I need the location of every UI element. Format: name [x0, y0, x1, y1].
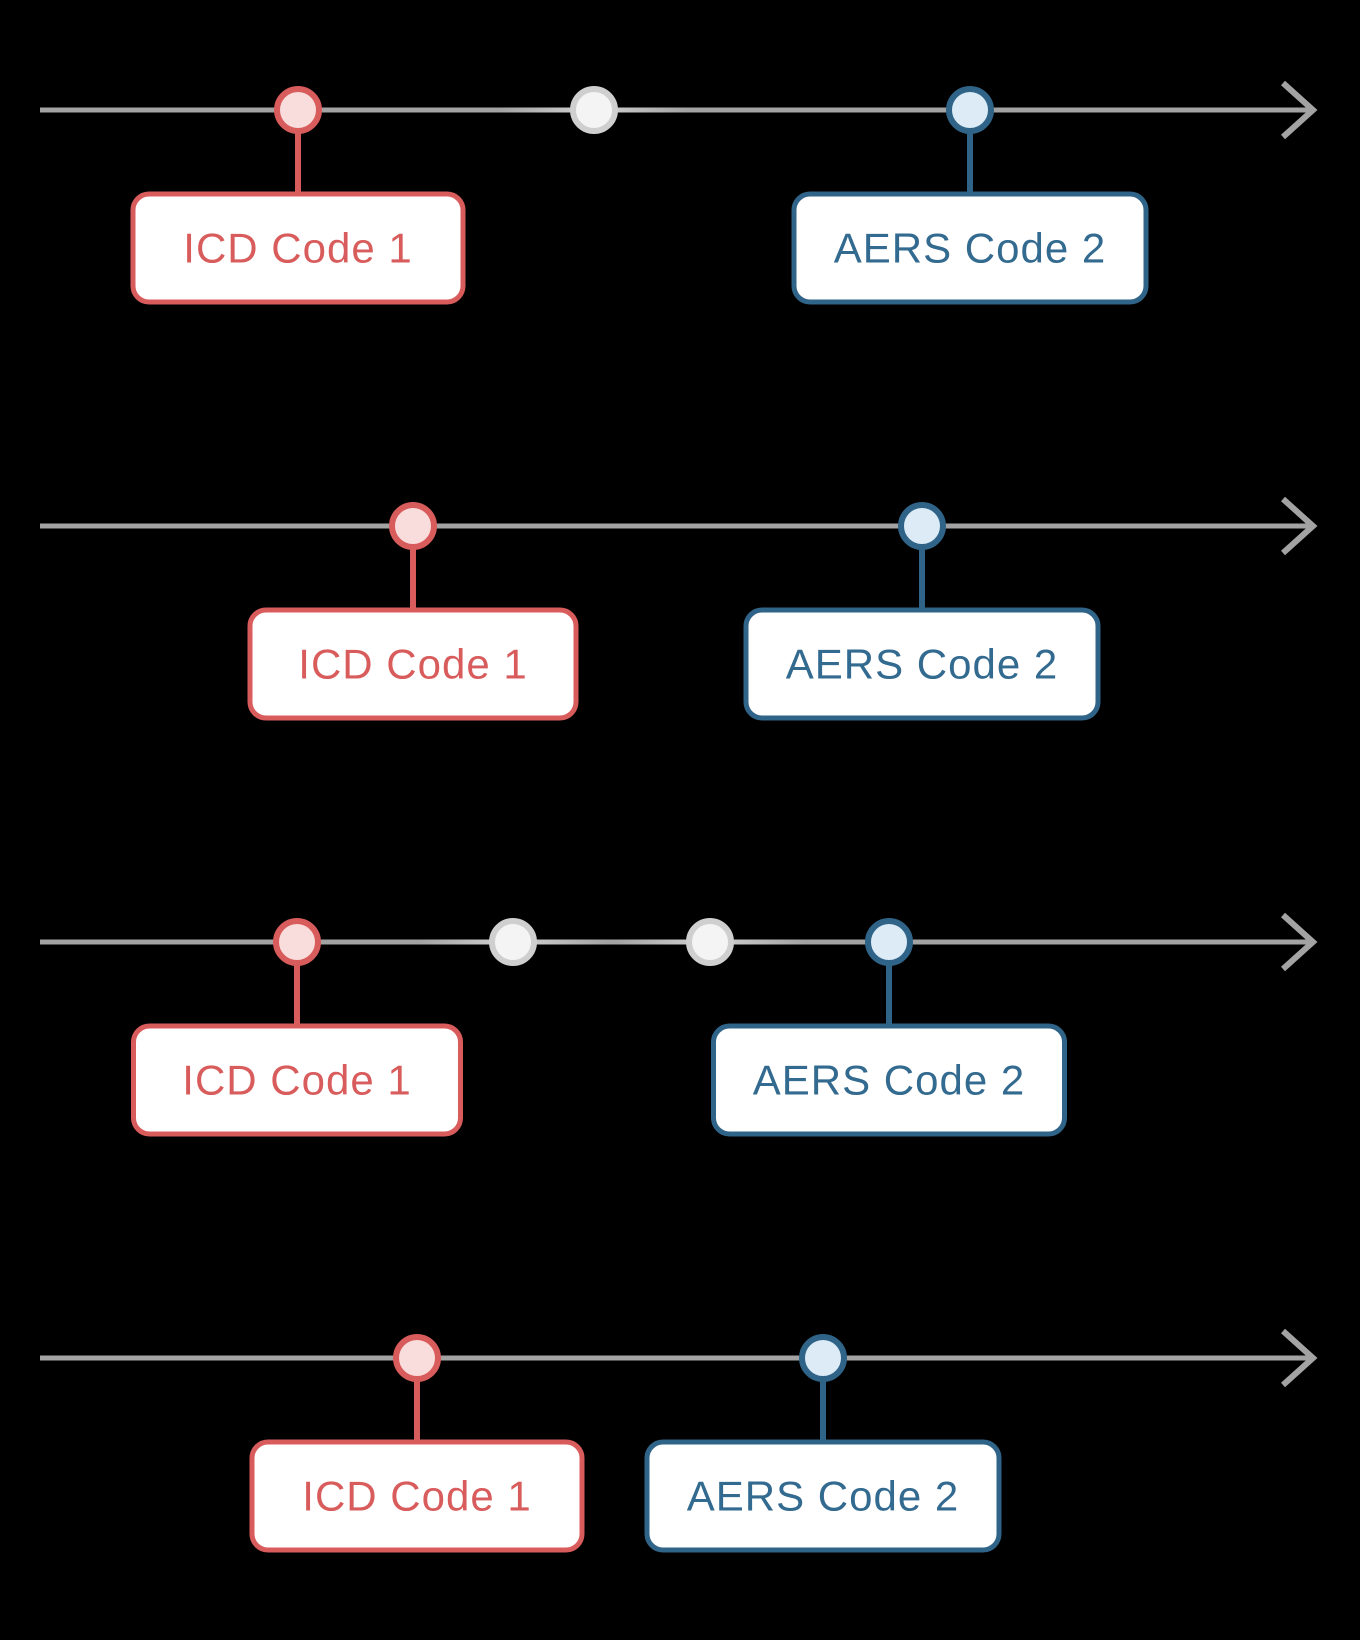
event-dot-icd: [273, 918, 321, 966]
icd-code-label: ICD Code 1: [182, 1057, 411, 1104]
event-dot-aers: [946, 86, 994, 134]
icd-code-label: ICD Code 1: [298, 641, 527, 688]
event-dot-aers: [799, 1334, 847, 1382]
event-dot-icd: [274, 86, 322, 134]
icd-code-label-box: [247, 607, 579, 721]
event-dot-icd: [393, 1334, 441, 1382]
aers-code-label-box: [791, 191, 1149, 305]
event-dot-aers: [865, 918, 913, 966]
aers-code-label: AERS Code 2: [786, 641, 1058, 688]
timeline-arrowhead-icon: [1280, 496, 1318, 556]
icd-code-label-box: [131, 1023, 463, 1137]
event-dot-icd: [389, 502, 437, 550]
event-dot-aers: [898, 502, 946, 550]
aers-code-label-box: [711, 1023, 1067, 1137]
timeline-arrowhead-icon: [1280, 80, 1318, 140]
timeline-row: ICD Code 1 AERS Code 2: [40, 80, 1318, 305]
timeline-arrowhead-icon: [1280, 1328, 1318, 1388]
icd-code-label: ICD Code 1: [302, 1473, 531, 1520]
aers-code-label-box: [743, 607, 1101, 721]
icd-code-label-box: [249, 1439, 585, 1553]
event-dot-unlabeled: [570, 86, 618, 134]
timeline-row: ICD Code 1 AERS Code 2: [40, 912, 1318, 1137]
aers-code-label: AERS Code 2: [834, 225, 1106, 272]
aers-code-label-box: [644, 1439, 1002, 1553]
icd-code-label-box: [130, 191, 466, 305]
aers-code-label: AERS Code 2: [687, 1473, 959, 1520]
timeline-row: ICD Code 1 AERS Code 2: [40, 1328, 1318, 1553]
icd-code-label: ICD Code 1: [183, 225, 412, 272]
event-dot-unlabeled: [489, 918, 537, 966]
timeline-row: ICD Code 1 AERS Code 2: [40, 496, 1318, 721]
timeline-arrowhead-icon: [1280, 912, 1318, 972]
aers-code-label: AERS Code 2: [753, 1057, 1025, 1104]
event-dot-unlabeled: [686, 918, 734, 966]
